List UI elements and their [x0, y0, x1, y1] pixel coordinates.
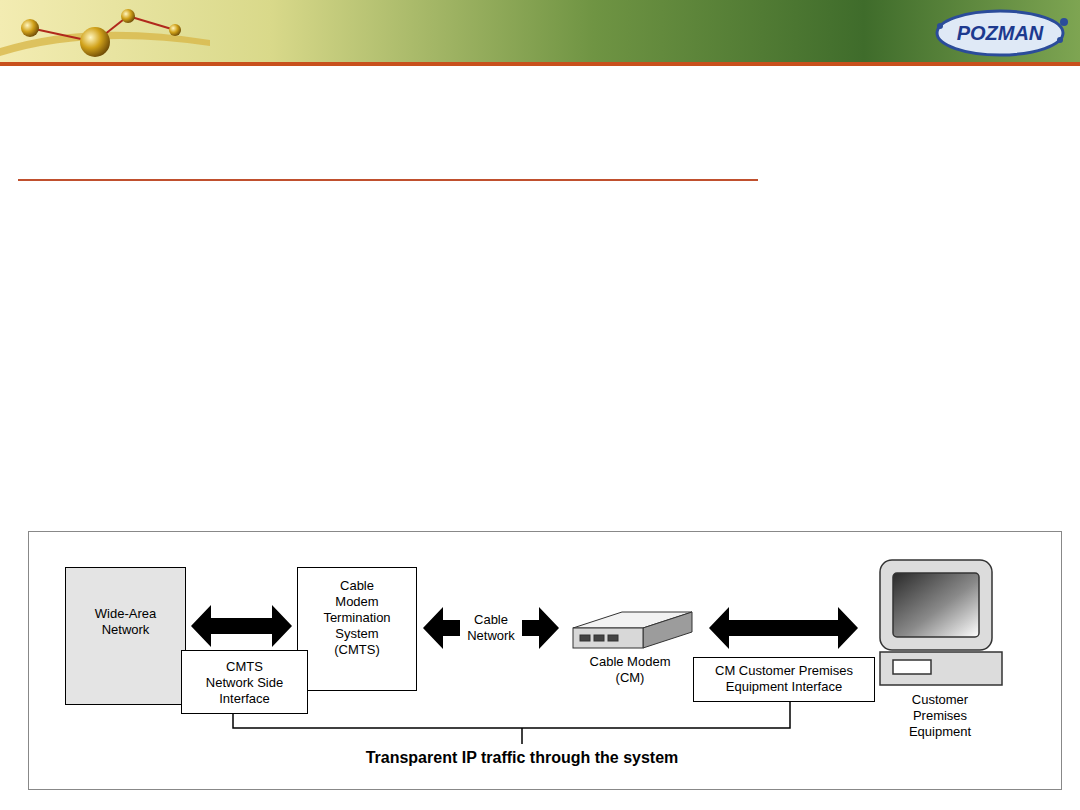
- title-underline: [18, 179, 758, 181]
- node-text: Cable Modem (CM): [584, 654, 676, 686]
- logo: [937, 11, 1068, 55]
- network-box: Wide-Area Network: [65, 567, 186, 705]
- node-text: CM Customer Premises Equipment Interface: [699, 663, 869, 695]
- edge-label: Cable Network: [460, 611, 522, 645]
- node-text: CMTS Network Side Interface: [203, 659, 287, 707]
- logo-text: POZMAN: [950, 21, 1050, 45]
- computer-icon: [880, 560, 1002, 685]
- interface-box: CMTS Network Side Interface: [181, 650, 308, 714]
- cmts-box: Cable Modem Termination System (CMTS): [297, 567, 417, 691]
- interface-box: CM Customer Premises Equipment Interface: [693, 657, 875, 702]
- cable-modem-icon: [573, 612, 692, 648]
- header-banner: [0, 0, 1080, 66]
- device-node: Customer Premises Equipment: [872, 558, 1008, 742]
- block-arrow: [191, 605, 292, 647]
- block-arrow: [423, 607, 559, 649]
- system-bracket: [233, 701, 790, 744]
- node-text: Wide-Area Network: [76, 606, 176, 638]
- node-text: Customer Premises Equipment: [895, 692, 985, 740]
- node-text: Cable Modem Termination System (CMTS): [319, 578, 395, 658]
- diagram-caption: Transparent IP traffic through the syste…: [262, 748, 782, 768]
- diagram-frame: [29, 532, 1062, 790]
- block-arrow: [709, 607, 858, 649]
- device-node: Cable Modem (CM): [565, 606, 695, 690]
